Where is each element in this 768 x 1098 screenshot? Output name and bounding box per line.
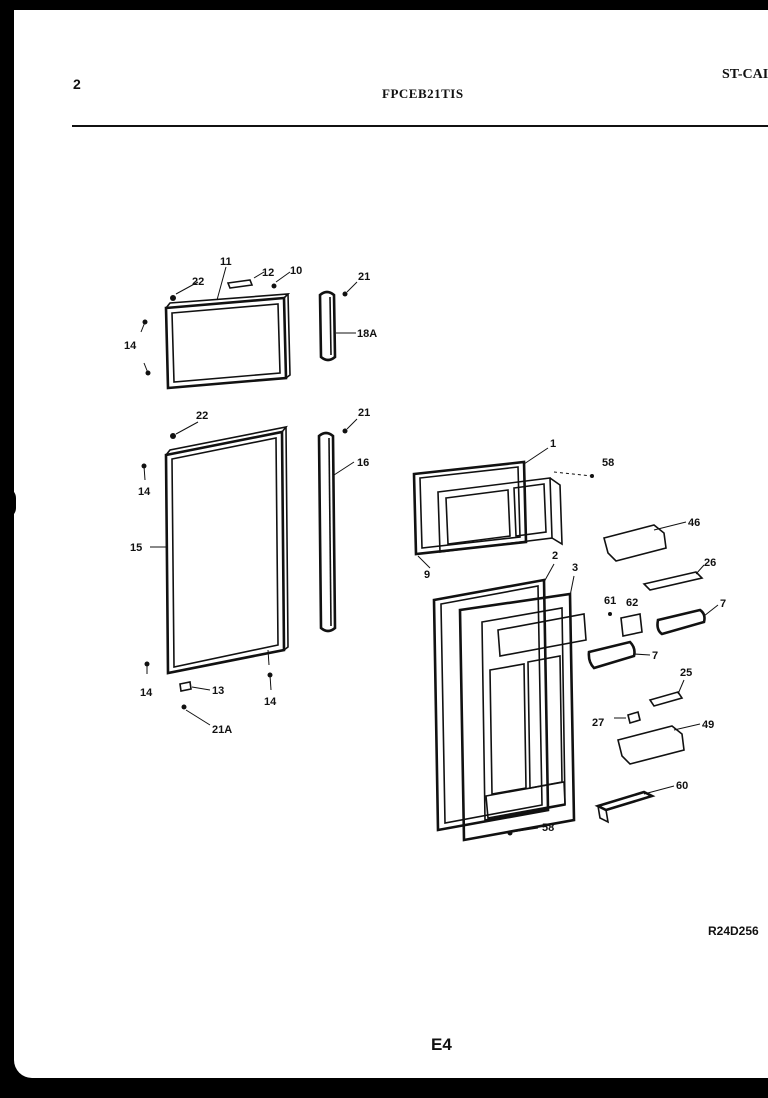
callout-16: 16 [357,457,369,469]
callout-21-lower: 21 [358,407,370,419]
callout-46: 46 [688,517,700,529]
parts-diagram-page: 2 FPCEB21TIS ST-CAI [14,10,768,1078]
callout-14-mid: 14 [138,486,151,498]
callout-22-lower: 22 [196,410,208,422]
callout-49: 49 [702,719,714,731]
page-number: 2 [73,76,81,92]
fresh-food-door-handle [317,428,348,633]
fresh-food-inner-panel [432,578,587,842]
callout-61: 61 [604,595,616,607]
fresh-food-fasteners [141,433,273,710]
freezer-door-handle [318,290,348,362]
shelf-retainer-26 [642,564,705,591]
scanner-edge-tab [0,488,16,518]
fresh-food-door-gasket [164,425,289,675]
callout-18a: 18A [357,328,377,340]
callout-10: 10 [290,265,302,277]
callout-58-bottom: 58 [542,822,554,834]
exploded-view-diagram: 22 11 12 10 14 21 18A 22 21 16 14 15 14 … [124,256,726,842]
bottle-retainer-60 [594,785,675,824]
dairy-door-62 [608,612,643,637]
callout-25: 25 [680,667,692,679]
header-rule [72,125,768,127]
callout-1: 1 [550,438,556,450]
callout-14-bottom-left: 14 [140,687,153,699]
callout-2: 2 [552,550,558,562]
callout-27: 27 [592,717,604,729]
catalog-code: ST-CAI [722,67,768,82]
callout-14-top: 14 [124,340,137,352]
callout-22: 22 [192,276,204,288]
callout-12: 12 [262,267,274,279]
egg-shelf-7-left [587,640,651,670]
section-code: E4 [431,1035,452,1054]
callout-21a: 21A [212,724,232,736]
callout-21-top: 21 [358,271,370,283]
clip-27 [614,710,641,725]
door-shelf-46 [603,521,687,562]
bin-cover-25 [648,679,685,707]
callout-11: 11 [220,256,232,268]
callout-14-bottom-right: 14 [264,696,277,708]
callout-7-left: 7 [652,650,658,662]
model-number: FPCEB21TIS [382,86,464,101]
callout-15: 15 [130,542,142,554]
door-bin-49 [617,723,701,765]
callout-13: 13 [212,685,224,697]
callout-3: 3 [572,562,578,574]
freezer-inner-panel [412,460,563,556]
drawing-code: R24D256 [708,924,759,938]
freezer-fasteners [140,279,277,376]
callout-7-right: 7 [720,598,726,610]
egg-shelf-7-right [656,604,719,636]
freezer-door-gasket [164,293,291,390]
callout-9: 9 [424,569,430,581]
callout-60: 60 [676,780,688,792]
callout-26: 26 [704,557,716,569]
callout-62: 62 [626,597,638,609]
callout-58-top: 58 [602,457,614,469]
